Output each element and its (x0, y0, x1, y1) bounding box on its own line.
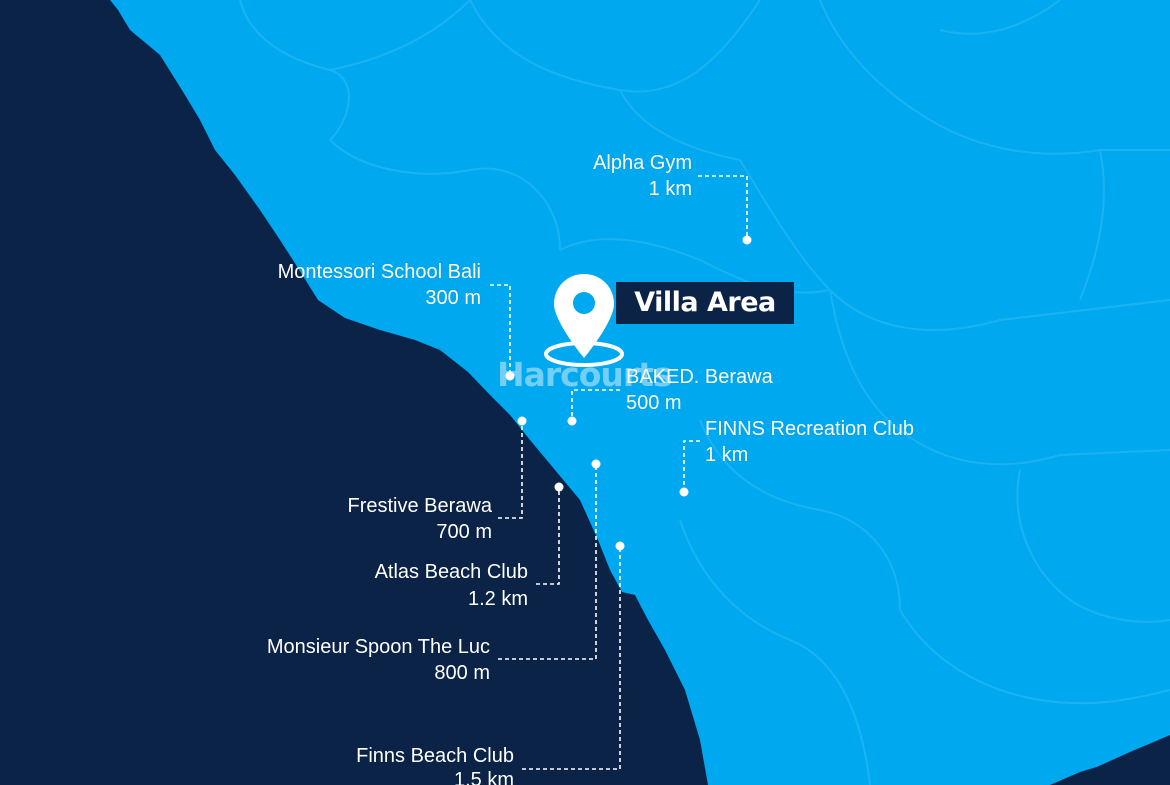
harcourts-watermark: Harcourts (497, 355, 673, 394)
land-area (110, 0, 1170, 785)
poi-alpha-gym-distance: 1 km (648, 178, 692, 200)
poi-monsieur-spoon-distance: 800 m (434, 662, 490, 684)
leader-line-frestive (498, 421, 523, 519)
map-pin-hole (573, 292, 595, 314)
poi-dot-baked (567, 416, 577, 426)
poi-dots (505, 235, 752, 551)
poi-finns-beach-distance: 1.5 km (453, 769, 514, 785)
poi-dot-alpha-gym (742, 235, 752, 245)
poi-finns-beach-name[interactable]: Finns Beach Club (356, 745, 514, 767)
leader-line-atlas (536, 487, 560, 585)
poi-dot-frestive (517, 416, 527, 426)
poi-dot-finns-beach (615, 541, 625, 551)
leader-line-baked (571, 389, 620, 420)
poi-dot-monsieur-spoon (591, 459, 601, 469)
leader-line-montessori (490, 284, 511, 375)
poi-dot-atlas (554, 482, 564, 492)
leader-line-finns-rec (683, 440, 700, 491)
poi-monsieur-spoon-name[interactable]: Monsieur Spoon The Luc (266, 636, 490, 658)
map-pin-icon[interactable] (544, 274, 624, 367)
leader-line-monsieur-spoon (498, 464, 597, 660)
poi-dot-montessori (505, 371, 515, 381)
leader-lines (490, 175, 748, 770)
poi-frestive-name[interactable]: Frestive Berawa (347, 495, 493, 517)
poi-montessori-distance: 300 m (425, 287, 481, 309)
poi-alpha-gym-name[interactable]: Alpha Gym (593, 152, 692, 174)
poi-finns-rec-name[interactable]: FINNS Recreation Club (705, 418, 914, 440)
poi-atlas-distance: 1.2 km (467, 588, 528, 610)
villa-area-label[interactable]: Villa Area (616, 282, 794, 324)
poi-montessori-name[interactable]: Montessori School Bali (277, 261, 481, 283)
map-pin-body (554, 274, 614, 358)
poi-baked-distance: 500 m (626, 392, 682, 414)
sea-corner-bottom-right (1050, 735, 1170, 785)
leader-line-alpha-gym (698, 175, 748, 239)
poi-baked-name[interactable]: BAKED. Berawa (626, 366, 773, 388)
poi-dot-finns-rec (679, 487, 689, 497)
poi-finns-rec-distance: 1 km (705, 444, 749, 466)
leader-line-finns-beach (522, 546, 621, 770)
poi-atlas-name[interactable]: Atlas Beach Club (374, 561, 528, 583)
poi-frestive-distance: 700 m (436, 521, 492, 543)
